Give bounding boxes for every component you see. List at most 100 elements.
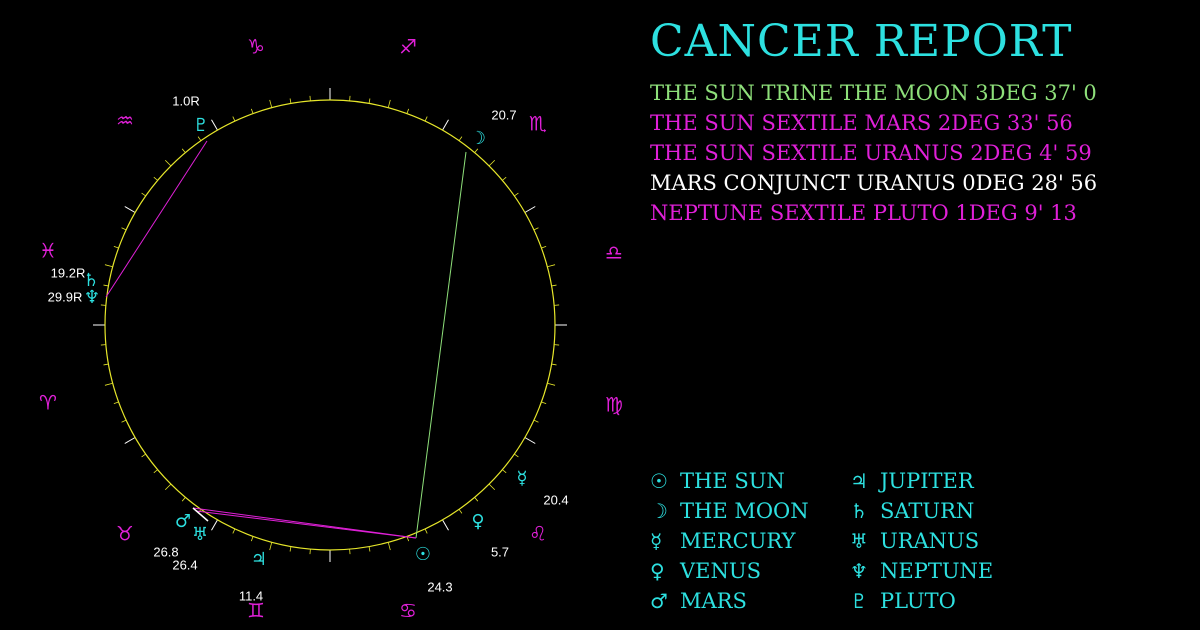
- wheel-tick: [124, 206, 136, 213]
- aspect-list: The Sun trine The Moon 3deg 37' 0 The Su…: [650, 78, 1097, 228]
- legend-label: Saturn: [880, 499, 975, 523]
- mercury-icon: ☿: [650, 529, 663, 553]
- legend-label: The Moon: [680, 499, 809, 523]
- wheel-tick: [124, 437, 136, 444]
- wheel-tick: [211, 519, 218, 531]
- legend-label: Mars: [680, 589, 747, 613]
- mars-icon: ♂: [650, 589, 668, 613]
- legend-item-neptune: ♆ Neptune: [850, 556, 1050, 586]
- neptune-pluto-sextile-line: [105, 140, 208, 298]
- wheel-tick: [181, 148, 186, 153]
- wheel-tick: [502, 469, 507, 474]
- sun-moon-trine-line: [415, 151, 467, 539]
- legend-label: Mercury: [680, 529, 796, 553]
- wheel-tick: [197, 136, 202, 141]
- neptune-icon: ♆: [850, 559, 868, 583]
- legend-label: The Sun: [680, 469, 785, 493]
- wheel-tick: [289, 98, 292, 104]
- wheel-tick: [474, 148, 479, 153]
- venus-planet-icon: ♀: [471, 511, 484, 532]
- legend-item-sun: ☉ The Sun: [650, 466, 850, 496]
- legend-item-venus: ♀Venus: [650, 556, 850, 586]
- jupiter-planet-icon: ♃: [251, 549, 267, 570]
- uranus-degree-label: 26.4: [172, 557, 197, 572]
- wheel-tick: [164, 483, 172, 491]
- venus-degree-label: 5.7: [491, 544, 509, 559]
- mercury-planet-icon: ☿: [516, 468, 527, 489]
- pluto-degree-label: 1.0R: [172, 93, 199, 108]
- wheel-tick: [541, 245, 547, 249]
- legend-item-saturn: ♄ Saturn: [850, 496, 1050, 526]
- moon-icon: ☽: [650, 499, 668, 523]
- wheel-tick: [424, 528, 428, 534]
- legend-item-jupiter: ♃Jupiter: [850, 466, 1050, 496]
- wheel-tick: [164, 159, 172, 167]
- wheel-tick: [368, 546, 371, 552]
- wheel-tick: [387, 99, 391, 108]
- wheel-tick: [488, 159, 496, 167]
- wheel-ticks: [93, 88, 567, 562]
- wheel-tick: [458, 509, 463, 514]
- aspect-item: The Sun sextile Uranus 2deg 4' 59: [650, 141, 1092, 165]
- gemini-sign-icon: ♊: [247, 599, 265, 623]
- wheel-tick: [551, 284, 557, 287]
- legend-item-uranus: ♅Uranus: [850, 526, 1050, 556]
- wheel-tick: [547, 382, 556, 386]
- jupiter-degree-label: 11.4: [239, 588, 263, 603]
- sun-planet-icon: ☉: [415, 544, 431, 565]
- virgo-sign-icon: ♍: [605, 393, 623, 417]
- wheel-tick: [533, 227, 539, 231]
- wheel-tick: [424, 116, 428, 122]
- moon-degree-label: 20.7: [491, 107, 516, 122]
- sun-icon: ☉: [650, 469, 668, 493]
- taurus-sign-icon: ♉: [116, 522, 134, 546]
- wheel-tick: [269, 99, 273, 108]
- legend-label: Venus: [680, 559, 761, 583]
- pluto-planet-icon: ♇: [193, 115, 209, 136]
- aspect-item: The Sun sextile Mars 2deg 33' 56: [650, 111, 1073, 135]
- wheel-tick: [250, 108, 254, 114]
- wheel-tick: [121, 227, 127, 231]
- wheel-tick: [514, 192, 519, 197]
- legend-item-mercury: ☿ Mercury: [650, 526, 850, 556]
- aspect-lines: [105, 140, 467, 539]
- wheel-tick: [458, 136, 463, 141]
- wheel-tick: [104, 264, 113, 268]
- wheel-tick: [141, 192, 146, 197]
- wheel-tick: [442, 519, 449, 531]
- wheel-tick: [269, 542, 273, 551]
- wheel-tick: [103, 284, 109, 287]
- wheel-tick: [153, 469, 158, 474]
- wheel-tick: [104, 382, 113, 386]
- sun-degree-label: 24.3: [427, 579, 452, 594]
- aspect-item: Mars conjunct Uranus 0deg 28' 56: [650, 171, 1098, 195]
- aries-sign-icon: ♈: [39, 391, 57, 415]
- wheel-tick: [121, 419, 127, 423]
- wheel-tick: [181, 497, 186, 502]
- saturn-icon: ♄: [850, 499, 868, 523]
- neptune-planet-icon: ♆: [84, 287, 100, 308]
- wheel-tick: [488, 483, 496, 491]
- legend-label: Pluto: [880, 589, 956, 613]
- legend-item-moon: ☽ The Moon: [650, 496, 850, 526]
- wheel-tick: [524, 206, 536, 213]
- wheel-tick: [232, 528, 236, 534]
- libra-sign-icon: ♎: [605, 241, 623, 265]
- sun-uranus-sextile-line: [195, 510, 417, 539]
- aspect-item: Neptune sextile Pluto 1deg 9' 13: [650, 201, 1077, 225]
- jupiter-icon: ♃: [850, 469, 868, 493]
- sagittarius-sign-icon: ♐: [399, 35, 417, 59]
- wheel-tick: [103, 363, 109, 366]
- legend-item-mars: ♂ Mars: [650, 586, 850, 616]
- wheel-tick: [524, 437, 536, 444]
- mars-uranus-conjunct-line: [192, 507, 209, 522]
- zodiac-wheel-circle: [104, 99, 556, 551]
- wheel-tick: [406, 108, 410, 114]
- saturn-planet-icon: ♄: [83, 270, 99, 291]
- neptune-degree-label: 29.9R: [48, 289, 83, 304]
- wheel-tick: [541, 401, 547, 405]
- wheel-tick: [551, 363, 557, 366]
- legend-label: Neptune: [880, 559, 994, 583]
- wheel-tick: [153, 176, 158, 181]
- wheel-tick: [387, 542, 391, 551]
